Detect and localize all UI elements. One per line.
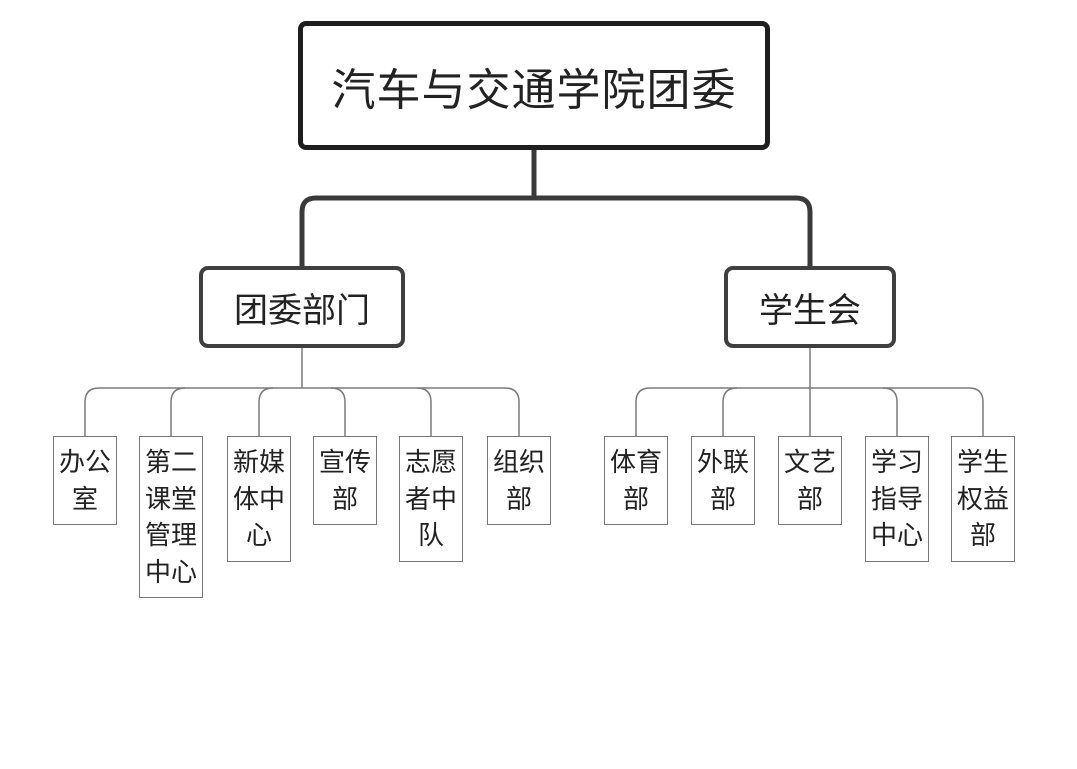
leaf-node: 组织部 bbox=[487, 436, 551, 525]
root-label: 汽车与交通学院团委 bbox=[331, 64, 737, 116]
leaf-node: 学习指导中心 bbox=[865, 436, 929, 562]
branch-node-xueshenghui: 学生会 bbox=[724, 266, 896, 348]
leaf-node: 外联部 bbox=[691, 436, 755, 525]
leaf-label: 体育部 bbox=[609, 448, 662, 515]
leaf-node: 志愿者中队 bbox=[399, 436, 463, 562]
leaf-node: 文艺部 bbox=[778, 436, 842, 525]
leaf-node: 学生权益部 bbox=[951, 436, 1015, 562]
leaf-label: 学习指导中心 bbox=[870, 448, 923, 551]
root-node: 汽车与交通学院团委 bbox=[298, 21, 770, 150]
leaf-label: 第二课堂管理中心 bbox=[144, 448, 197, 588]
left-branch-connector bbox=[84, 348, 520, 436]
leaf-label: 志愿者中队 bbox=[404, 448, 457, 551]
leaf-node: 宣传部 bbox=[313, 436, 377, 525]
right-branch-connector bbox=[635, 348, 984, 436]
leaf-label: 学生权益部 bbox=[956, 448, 1009, 551]
leaf-node: 办公室 bbox=[53, 436, 117, 525]
leaf-label: 组织部 bbox=[492, 448, 545, 515]
branch-label: 团委部门 bbox=[234, 290, 370, 331]
branch-label: 学生会 bbox=[759, 290, 861, 331]
leaf-label: 办公室 bbox=[58, 448, 111, 515]
leaf-label: 文艺部 bbox=[783, 448, 836, 515]
leaf-label: 新媒体中心 bbox=[232, 448, 285, 551]
branch-node-tuanwei: 团委部门 bbox=[199, 266, 405, 348]
leaf-label: 宣传部 bbox=[318, 448, 371, 515]
leaf-node: 第二课堂管理中心 bbox=[139, 436, 203, 598]
root-connector bbox=[299, 150, 813, 266]
leaf-node: 新媒体中心 bbox=[227, 436, 291, 562]
leaf-node: 体育部 bbox=[604, 436, 668, 525]
leaf-label: 外联部 bbox=[696, 448, 749, 515]
